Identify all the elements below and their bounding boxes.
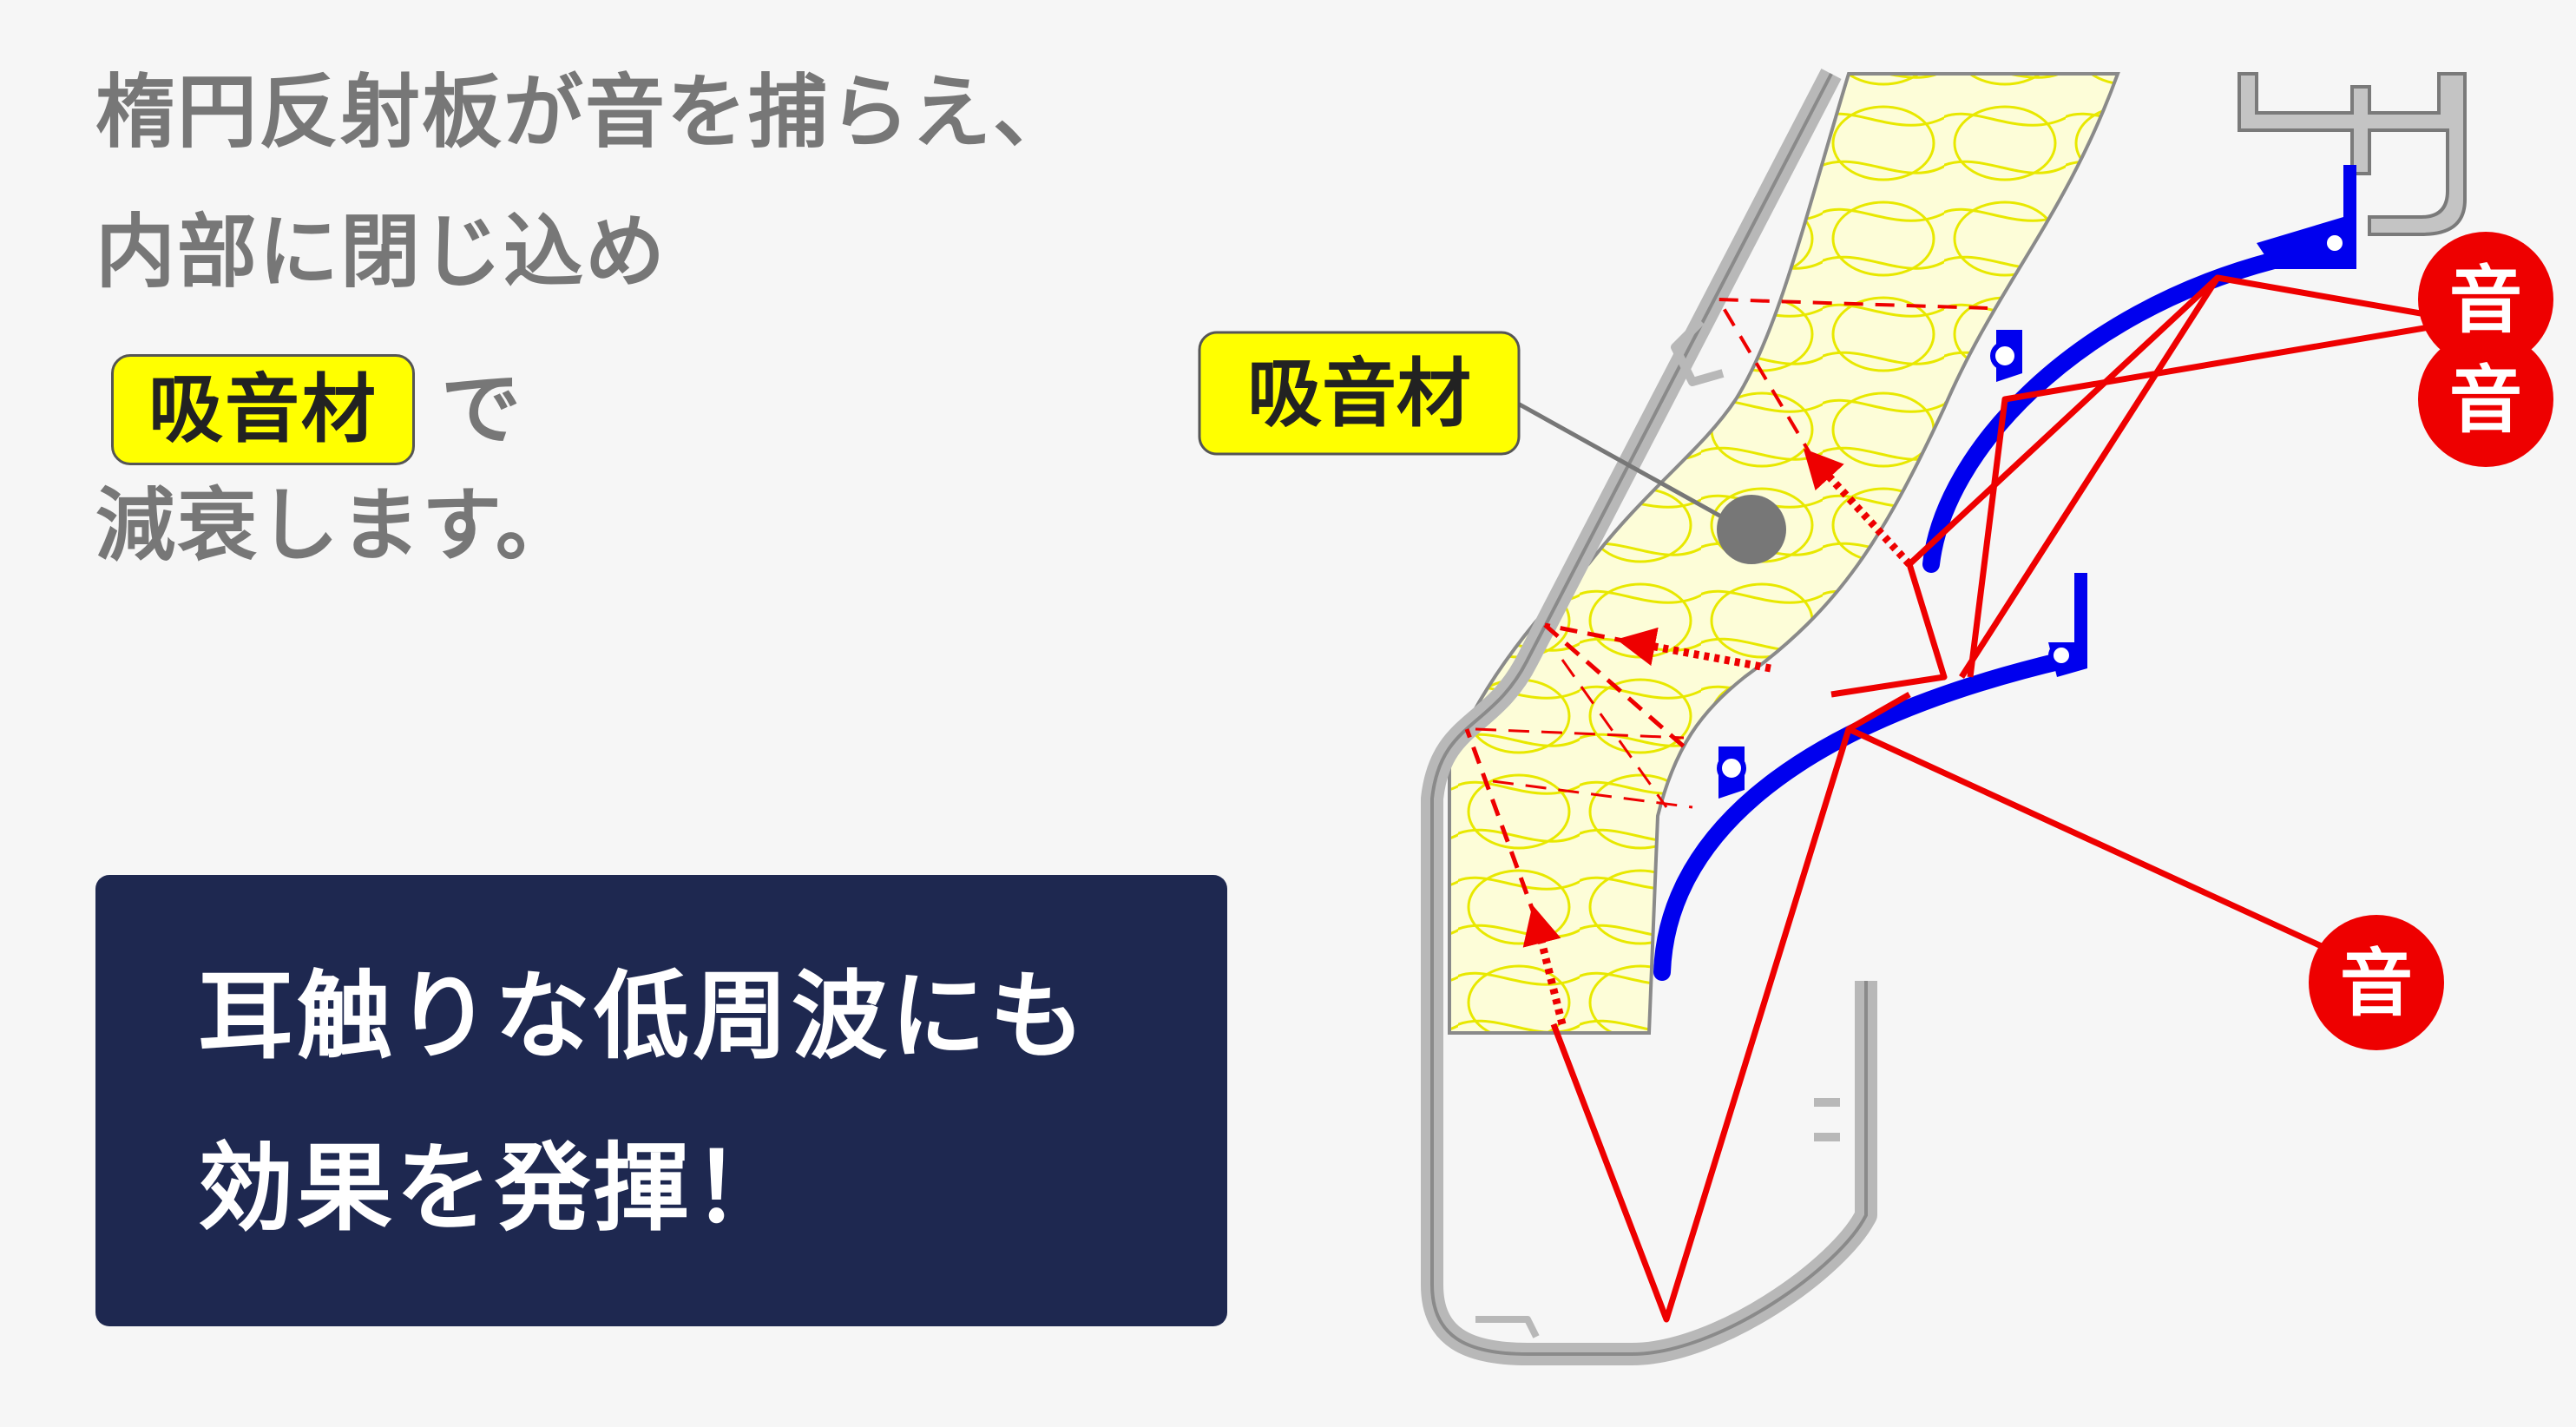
sound-label-2: 音 (2418, 332, 2553, 467)
sound-label-3: 音 (2309, 915, 2444, 1050)
absorber-callout: 吸音材 (1198, 331, 1786, 564)
sound-label-1-text: 音 (2449, 258, 2522, 343)
reflector-upper (1922, 165, 2356, 573)
heading-line-3-suffix: で (441, 363, 523, 456)
sound-paths (1550, 274, 2466, 1323)
absorber-material (1448, 72, 2120, 1035)
absorber-badge: 吸音材 (111, 354, 415, 465)
sound-paths-absorbed (1464, 297, 1988, 1026)
highlight-panel: 耳触りな低周波にも 効果を発揮！ (95, 875, 1227, 1326)
heading-line-1: 楕円反射板が音を捕らえ、 (95, 66, 1075, 159)
top-rail (2238, 72, 2467, 236)
sound-label-3-text: 音 (2340, 941, 2413, 1026)
panel-line-1: 耳触りな低周波にも (198, 961, 1088, 1072)
absorber-callout-label: 吸音材 (1247, 351, 1471, 437)
sound-label-2-text: 音 (2449, 358, 2522, 443)
heading-line-4: 減衰します。 (95, 479, 577, 572)
heading-line-2: 内部に閉じ込め (95, 206, 667, 299)
panel-line-2: 効果を発揮！ (198, 1133, 792, 1244)
heading-line-3: 吸音材 で (111, 354, 522, 465)
frame-profile (1421, 69, 1877, 1365)
sound-label-1: 音 (2418, 232, 2553, 367)
reflector-lower (1653, 573, 2087, 981)
